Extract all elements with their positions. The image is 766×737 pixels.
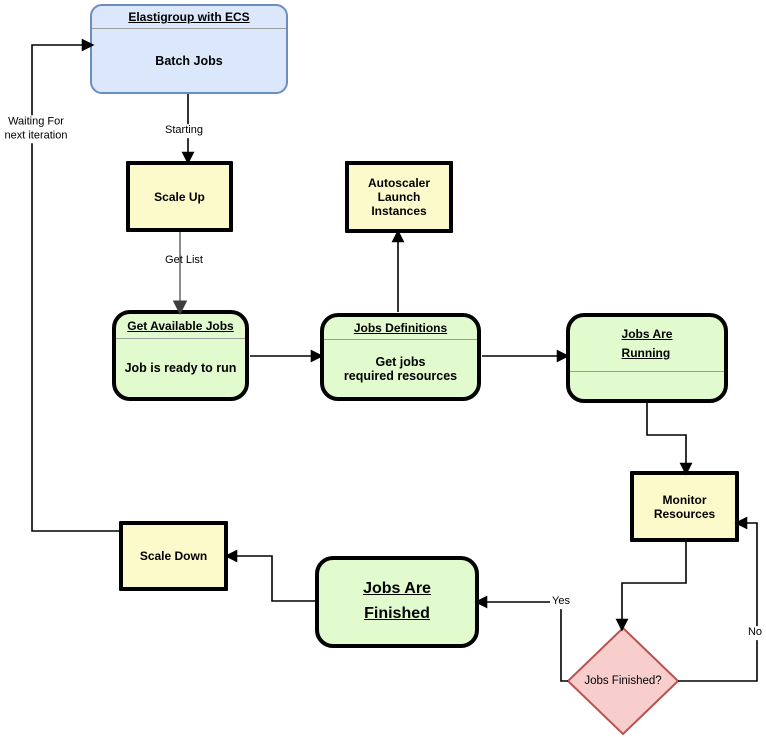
node-batch-jobs-title: Elastigroup with ECS — [128, 10, 250, 24]
node-batch-jobs[interactable]: Elastigroup with ECS Batch Jobs — [90, 4, 288, 94]
divider — [92, 28, 286, 29]
node-get-available-jobs-body: Job is ready to run — [124, 361, 237, 375]
edge-jobs-are-finished-to-scale-down[interactable] — [224, 549, 315, 602]
edge-label-get-list[interactable]: Get List — [165, 254, 203, 267]
node-jobs-are-finished[interactable]: Jobs Are Finished — [315, 556, 479, 648]
node-jobs-finished-decision[interactable]: Jobs Finished? — [565, 625, 681, 737]
node-autoscaler-launch-instances[interactable]: Autoscaler Launch Instances — [345, 161, 453, 233]
node-get-available-jobs[interactable]: Get Available Jobs Job is ready to run — [112, 310, 249, 401]
edge-jobs-finished-no-to-monitor-resources[interactable] — [678, 516, 758, 682]
divider — [324, 339, 477, 340]
divider — [116, 338, 245, 339]
edge-scale-down-to-batch-jobs[interactable] — [31, 38, 119, 532]
node-monitor-resources-label: Monitor Resources — [653, 492, 716, 521]
node-jobs-definitions-title: Jobs Definitions — [353, 321, 448, 335]
divider — [570, 371, 724, 372]
edge-label-waiting-for-next-iteration[interactable]: Waiting For next iteration — [2, 115, 70, 143]
node-get-available-jobs-title: Get Available Jobs — [127, 319, 234, 333]
edge-label-no[interactable]: No — [745, 626, 765, 640]
node-jobs-definitions[interactable]: Jobs Definitions Get jobs required resou… — [320, 313, 481, 401]
edge-jobs-finished-yes-to-jobs-are-finished[interactable] — [474, 595, 568, 682]
node-autoscaler-label: Autoscaler Launch Instances — [367, 176, 431, 218]
node-jobs-are-running-body — [570, 372, 724, 399]
node-jobs-are-running-title: Jobs Are Running — [621, 327, 673, 360]
node-scale-down-label: Scale Down — [139, 549, 208, 563]
node-scale-down[interactable]: Scale Down — [119, 521, 228, 591]
node-batch-jobs-body: Batch Jobs — [155, 53, 223, 68]
node-jobs-are-finished-title: Jobs Are Finished — [363, 580, 431, 622]
edge-label-starting[interactable]: Starting — [163, 124, 205, 138]
decision-diamond-shape — [566, 626, 680, 736]
node-jobs-finished-label: Jobs Finished? — [584, 675, 662, 687]
node-jobs-are-running[interactable]: Jobs Are Running — [566, 313, 728, 403]
edge-monitor-resources-to-jobs-finished[interactable] — [615, 542, 687, 632]
node-monitor-resources[interactable]: Monitor Resources — [630, 471, 739, 542]
node-scale-up-label: Scale Up — [154, 189, 205, 204]
node-jobs-definitions-body: Get jobs required resources — [343, 354, 458, 383]
edge-jobs-are-running-to-monitor-resources[interactable] — [646, 403, 693, 476]
node-scale-up[interactable]: Scale Up — [126, 161, 233, 232]
edge-label-yes[interactable]: Yes — [550, 595, 572, 609]
